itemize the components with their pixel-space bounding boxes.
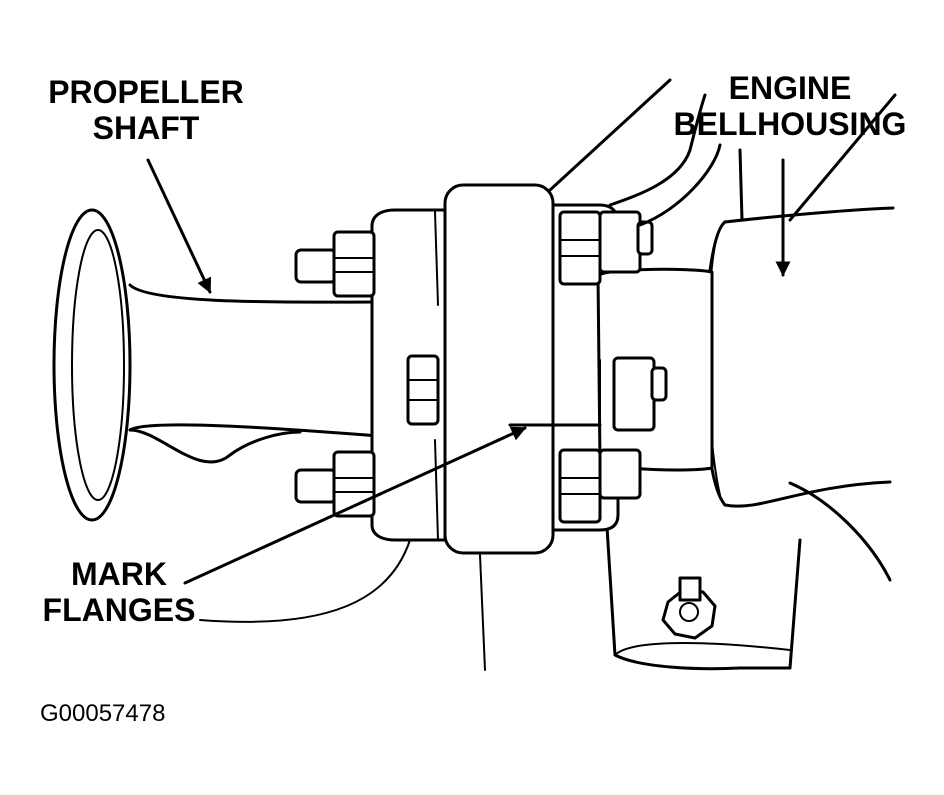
propeller-shaft-label-line1: PROPELLER bbox=[48, 74, 244, 110]
propeller-shaft-label: PROPELLER SHAFT bbox=[40, 74, 252, 146]
figure-id: G00057478 bbox=[40, 700, 166, 727]
propeller-shaft-label-line2: SHAFT bbox=[92, 110, 200, 146]
rubber-coupling bbox=[443, 183, 555, 555]
pointer-arrows bbox=[146, 158, 791, 585]
leader-lines bbox=[199, 78, 897, 671]
mark-flanges-label: MARK FLANGES bbox=[36, 556, 202, 628]
propeller-shaft bbox=[52, 208, 382, 522]
mount-bolt bbox=[661, 576, 717, 640]
mark-flanges-label-line2: FLANGES bbox=[42, 592, 196, 628]
mark-flanges-label-line1: MARK bbox=[71, 556, 167, 592]
engine-bellhousing-label: ENGINE BELLHOUSING bbox=[666, 70, 914, 142]
flange-bolts bbox=[294, 210, 668, 524]
propeller-shaft-arrow bbox=[146, 158, 212, 294]
engine-bellhousing-label-line2: BELLHOUSING bbox=[673, 106, 907, 142]
mark-flanges-arrow bbox=[183, 426, 527, 585]
engine-bellhousing-label-line1: ENGINE bbox=[728, 70, 852, 106]
